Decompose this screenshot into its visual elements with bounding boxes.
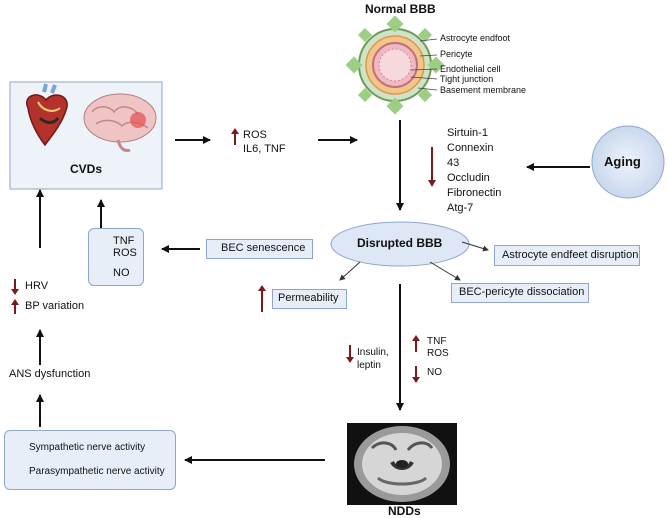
occludin-label: Occludin — [447, 172, 490, 184]
mid-tnf-label: TNF — [427, 336, 447, 347]
bp-variation-label: BP variation — [25, 300, 85, 312]
basement-membrane-label: Basement membrane — [440, 85, 527, 95]
permeability-box: Permeability — [272, 289, 347, 309]
aging-label: Aging — [604, 154, 641, 169]
bec-senescence-box: BEC senescence — [206, 239, 313, 259]
sirtuin-label: Sirtuin-1 — [447, 127, 488, 139]
normal-bbb-title: Normal BBB — [365, 2, 436, 16]
insulin-leptin-text: Insulin, leptin — [357, 346, 389, 372]
mid-no-label: NO — [427, 367, 442, 378]
mid-ros-label: ROS — [427, 348, 449, 359]
endothelial-cell-label: Endothelial cell — [440, 64, 501, 74]
astrocyte-disruption-box: Astrocyte endfeet disruption — [494, 245, 640, 266]
connexin-label: Connexin — [447, 142, 494, 154]
disrupted-bbb-label: Disrupted BBB — [357, 236, 443, 250]
ans-dysfunction-label: ANS dysfunction — [9, 368, 91, 380]
hrv-label: HRV — [25, 280, 49, 292]
ros-label: ROS — [243, 129, 267, 141]
ros-il6-tnf-text: ROS IL6, TNF — [243, 128, 286, 156]
mri-brain-icon — [347, 423, 457, 505]
ndds-label: NDDs — [388, 504, 421, 518]
nerve-activity-box: Sympathetic nerve activity Parasympathet… — [4, 430, 176, 490]
tnf-ros-no-box: TNF ROS NO — [88, 228, 144, 286]
permeability-label: Permeability — [278, 292, 339, 304]
normal-bbb-illustration — [345, 15, 445, 115]
il6-tnf-label: IL6, TNF — [243, 143, 286, 155]
bec-pericyte-label: BEC-pericyte dissociation — [459, 286, 585, 298]
pericyte-label: Pericyte — [440, 49, 473, 59]
connexin-number-label: 43 — [447, 157, 460, 169]
astrocyte-disruption-label: Astrocyte endfeet disruption — [502, 249, 639, 261]
leptin-label: leptin — [357, 360, 381, 371]
sympathetic-label: Sympathetic nerve activity — [29, 442, 146, 453]
fibronectin-label: Fibronectin — [447, 187, 502, 199]
cvds-label: CVDs — [70, 162, 103, 176]
left-tnf-label: TNF — [113, 235, 135, 247]
heart-icon — [25, 83, 68, 147]
brain-icon — [83, 93, 157, 152]
astrocyte-endfoot-label: Astrocyte endfoot — [440, 33, 511, 43]
aging-factors-list: Sirtuin-1 Connexin 43 Occludin Fibronect… — [447, 126, 501, 216]
left-up-items: TNF ROS — [113, 235, 137, 259]
left-no-label: NO — [113, 267, 130, 279]
aging-circle — [591, 125, 665, 199]
atg7-label: Atg-7 — [447, 202, 474, 214]
bec-senescence-label: BEC senescence — [221, 242, 306, 254]
bec-pericyte-box: BEC-pericyte dissociation — [451, 283, 589, 303]
tight-junction-label: Tight junction — [440, 74, 494, 84]
parasympathetic-label: Parasympathetic nerve activity — [29, 466, 165, 477]
mid-up-items: TNF ROS — [427, 336, 449, 360]
left-ros-label: ROS — [113, 247, 137, 259]
insulin-label: Insulin, — [357, 347, 389, 358]
